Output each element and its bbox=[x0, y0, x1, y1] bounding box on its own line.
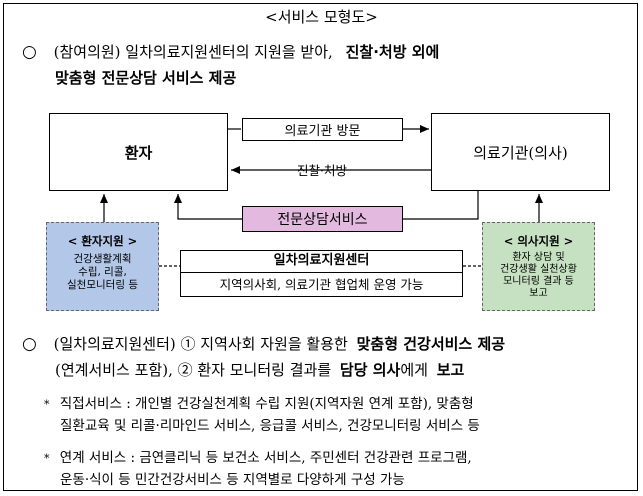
outer-frame bbox=[3, 3, 638, 491]
doctor-support-title: < 의사지원 > bbox=[503, 234, 574, 248]
doctor-box: 의료기관(의사) bbox=[431, 113, 610, 191]
doctor-support-line: 모니터링 결과 등 bbox=[503, 276, 574, 287]
intro-plain: (참여의원) 일차의료지원센터의 지원을 받아, bbox=[53, 43, 333, 61]
patient-support-box: < 환자지원 > 건강생활계획 수립, 리콜, 실천모니터링 등 bbox=[46, 222, 159, 311]
second-line-1: ○ (일차의료지원센터) ① 지역사회 자원을 활용한 맞춤형 건강서비스 제공 bbox=[22, 334, 505, 354]
doctor-support-line: 환자 상담 및 bbox=[512, 252, 565, 263]
intro-bold: 진찰·처방 외에 bbox=[345, 43, 440, 61]
doctor-support-body: 환자 상담 및 건강생활 실천상황 모니터링 결과 등 보고 bbox=[483, 252, 594, 300]
note-direct: * 직접서비스 : 개인별 건강실천계획 수립 지원(지역자원 연계 포함), … bbox=[44, 395, 474, 414]
patient-support-body: 건강생활계획 수립, 리콜, 실천모니터링 등 bbox=[47, 253, 158, 292]
second-bold-2: 담당 의사 bbox=[339, 361, 401, 379]
visit-label: 의료기관 방문 bbox=[242, 118, 403, 141]
intro-line-2: 맞춤형 전문상담 서비스 제공 bbox=[55, 68, 236, 88]
note-direct-line-1: 직접서비스 : 개인별 건강실천계획 수립 지원(지역자원 연계 포함), 맞춤… bbox=[59, 396, 474, 412]
doctor-support-box: < 의사지원 > 환자 상담 및 건강생활 실천상황 모니터링 결과 등 보고 bbox=[482, 222, 595, 311]
second-line-2: (연계서비스 포함), ② 환자 모니터링 결과를 담당 의사에게 보고 bbox=[55, 360, 464, 380]
note-linked-line-1: 연계 서비스 : 금연클리닉 등 보건소 서비스, 주민센터 건강관련 프로그램… bbox=[59, 450, 472, 466]
consulting-box: 전문상담서비스 bbox=[242, 206, 403, 232]
intro-line-1: ○ (참여의원) 일차의료지원센터의 지원을 받아, 진찰·처방 외에 bbox=[22, 42, 439, 62]
second-plain-2: (연계서비스 포함), ② 환자 모니터링 결과를 bbox=[55, 361, 332, 379]
patient-support-line: 실천모니터링 등 bbox=[67, 279, 138, 291]
second-plain-1: (일차의료지원센터) ① 지역사회 자원을 활용한 bbox=[53, 335, 348, 353]
support-center-title: 일차의료지원센터 bbox=[181, 250, 462, 273]
doctor-support-line: 보고 bbox=[529, 288, 548, 299]
second-bold-3: 보고 bbox=[436, 361, 465, 379]
treatment-label: 진찰·처방 bbox=[297, 162, 347, 178]
note-star: * bbox=[44, 398, 50, 411]
consulting-link bbox=[403, 191, 479, 220]
support-center-box: 일차의료지원센터 지역의사회, 의료기관 협업체 운영 가능 bbox=[180, 250, 463, 297]
patient-support-title: < 환자지원 > bbox=[67, 234, 138, 248]
note-linked-cont: 운동·식이 등 민간건강서비스 등 지역별로 다양하게 구성 가능 bbox=[60, 472, 405, 488]
second-bold-1: 맞춤형 건강서비스 제공 bbox=[356, 335, 506, 353]
intro-bold-2: 맞춤형 전문상담 서비스 제공 bbox=[55, 69, 237, 87]
bullet: ○ bbox=[22, 42, 37, 62]
support-center-sub: 지역의사회, 의료기관 협업체 운영 가능 bbox=[219, 277, 424, 292]
consulting-arrow bbox=[174, 194, 242, 220]
doctor-support-line: 건강생활 실천상황 bbox=[500, 264, 577, 275]
bullet: ○ bbox=[22, 334, 37, 354]
patient-support-line: 수립, 리콜, bbox=[78, 266, 127, 278]
note-direct-cont: 질환교육 및 리콜·리마인드 서비스, 응급콜 서비스, 건강모니터링 서비스 … bbox=[60, 418, 480, 434]
patient-box: 환자 bbox=[49, 113, 228, 191]
note-star: * bbox=[44, 452, 50, 465]
page-title: <서비스 모형도> bbox=[265, 8, 378, 26]
second-plain-3: 에게 bbox=[400, 361, 428, 379]
patient-support-line: 건강생활계획 bbox=[73, 253, 132, 265]
note-linked: * 연계 서비스 : 금연클리닉 등 보건소 서비스, 주민센터 건강관련 프로… bbox=[44, 449, 472, 468]
